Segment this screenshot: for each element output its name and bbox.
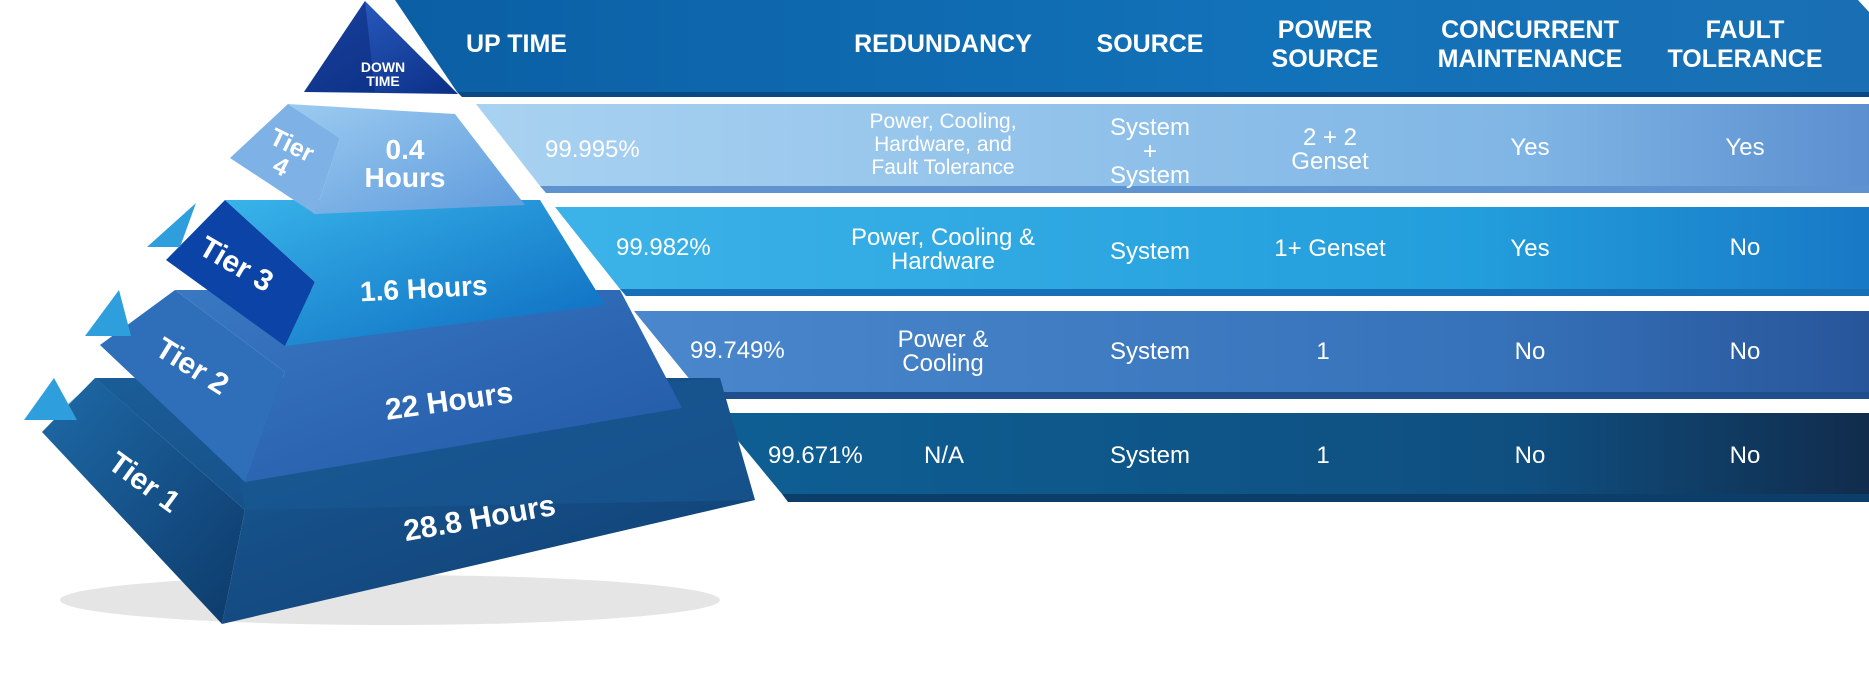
header-source: SOURCE — [1096, 30, 1204, 58]
row4-power-source: 2 + 2 Genset — [1291, 124, 1369, 175]
row4-redundancy: Power, Cooling, Hardware, and Fault Tole… — [869, 110, 1017, 179]
row1-power-source: 1 — [1316, 442, 1330, 469]
row-band-tier4-shadow — [540, 186, 1869, 193]
tier4-left-face — [230, 104, 340, 214]
header-concurrent-maintenance: CONCURRENT MAINTENANCE — [1437, 16, 1623, 73]
row2-concurrent-maintenance: No — [1514, 338, 1546, 365]
row3-concurrent-maintenance: Yes — [1510, 235, 1550, 262]
header-band-shadow — [457, 92, 1869, 97]
accent-triangle-tier2 — [85, 290, 131, 336]
row4-uptime: 99.995% — [545, 136, 640, 163]
tier4-downtime: 0.4 Hours — [364, 134, 446, 193]
pyramid-apex-highlight — [304, 1, 375, 92]
header-fault-tolerance: FAULT TOLERANCE — [1667, 16, 1823, 73]
row2-source: System — [1109, 338, 1190, 365]
row-band-tier1 — [715, 413, 1869, 494]
row2-power-source: 1 — [1316, 338, 1330, 365]
row-band-tier2 — [634, 311, 1869, 392]
header-band — [395, 0, 1869, 92]
row4-fault-tolerance: Yes — [1725, 134, 1765, 161]
row3-power-source: 1+ Genset — [1274, 235, 1386, 262]
tier3-downtime: 1.6 Hours — [359, 269, 489, 308]
downtime-label: DOWN TIME — [350, 60, 416, 88]
tier1-left-face — [42, 378, 245, 624]
tier3-left-face — [166, 200, 315, 346]
row-band-tier3-shadow — [620, 289, 1869, 296]
row3-fault-tolerance: No — [1729, 234, 1761, 261]
row2-uptime: 99.749% — [690, 337, 785, 364]
downtime-text: DOWN TIME — [360, 59, 406, 89]
row3-redundancy: Power, Cooling & Hardware — [850, 224, 1036, 275]
tier3-front-face — [225, 200, 605, 346]
row-band-tier3 — [555, 207, 1869, 289]
row1-redundancy: N/A — [923, 442, 964, 469]
accent-triangle-tier3 — [147, 203, 196, 247]
row3-uptime: 99.982% — [616, 234, 711, 261]
row-band-tier2-shadow — [700, 392, 1869, 399]
row-band-tier1-shadow — [782, 494, 1869, 502]
row3-source: System — [1109, 238, 1190, 265]
header-uptime: UP TIME — [466, 30, 567, 58]
tier4-front-face — [288, 104, 525, 214]
row2-fault-tolerance: No — [1729, 338, 1761, 365]
row4-concurrent-maintenance: Yes — [1510, 134, 1550, 161]
tier2-left-face — [100, 290, 285, 482]
row-band-tier4 — [476, 104, 1869, 186]
accent-triangle-tier1 — [24, 378, 77, 420]
row2-redundancy: Power & Cooling — [897, 326, 989, 377]
row1-fault-tolerance: No — [1729, 442, 1761, 469]
header-redundancy: REDUNDANCY — [854, 30, 1032, 58]
row4-source: System + System — [1109, 114, 1190, 189]
row1-uptime: 99.671% — [768, 442, 863, 469]
row1-source: System — [1109, 442, 1190, 469]
header-power-source: POWER SOURCE — [1271, 16, 1379, 73]
row1-concurrent-maintenance: No — [1514, 442, 1546, 469]
